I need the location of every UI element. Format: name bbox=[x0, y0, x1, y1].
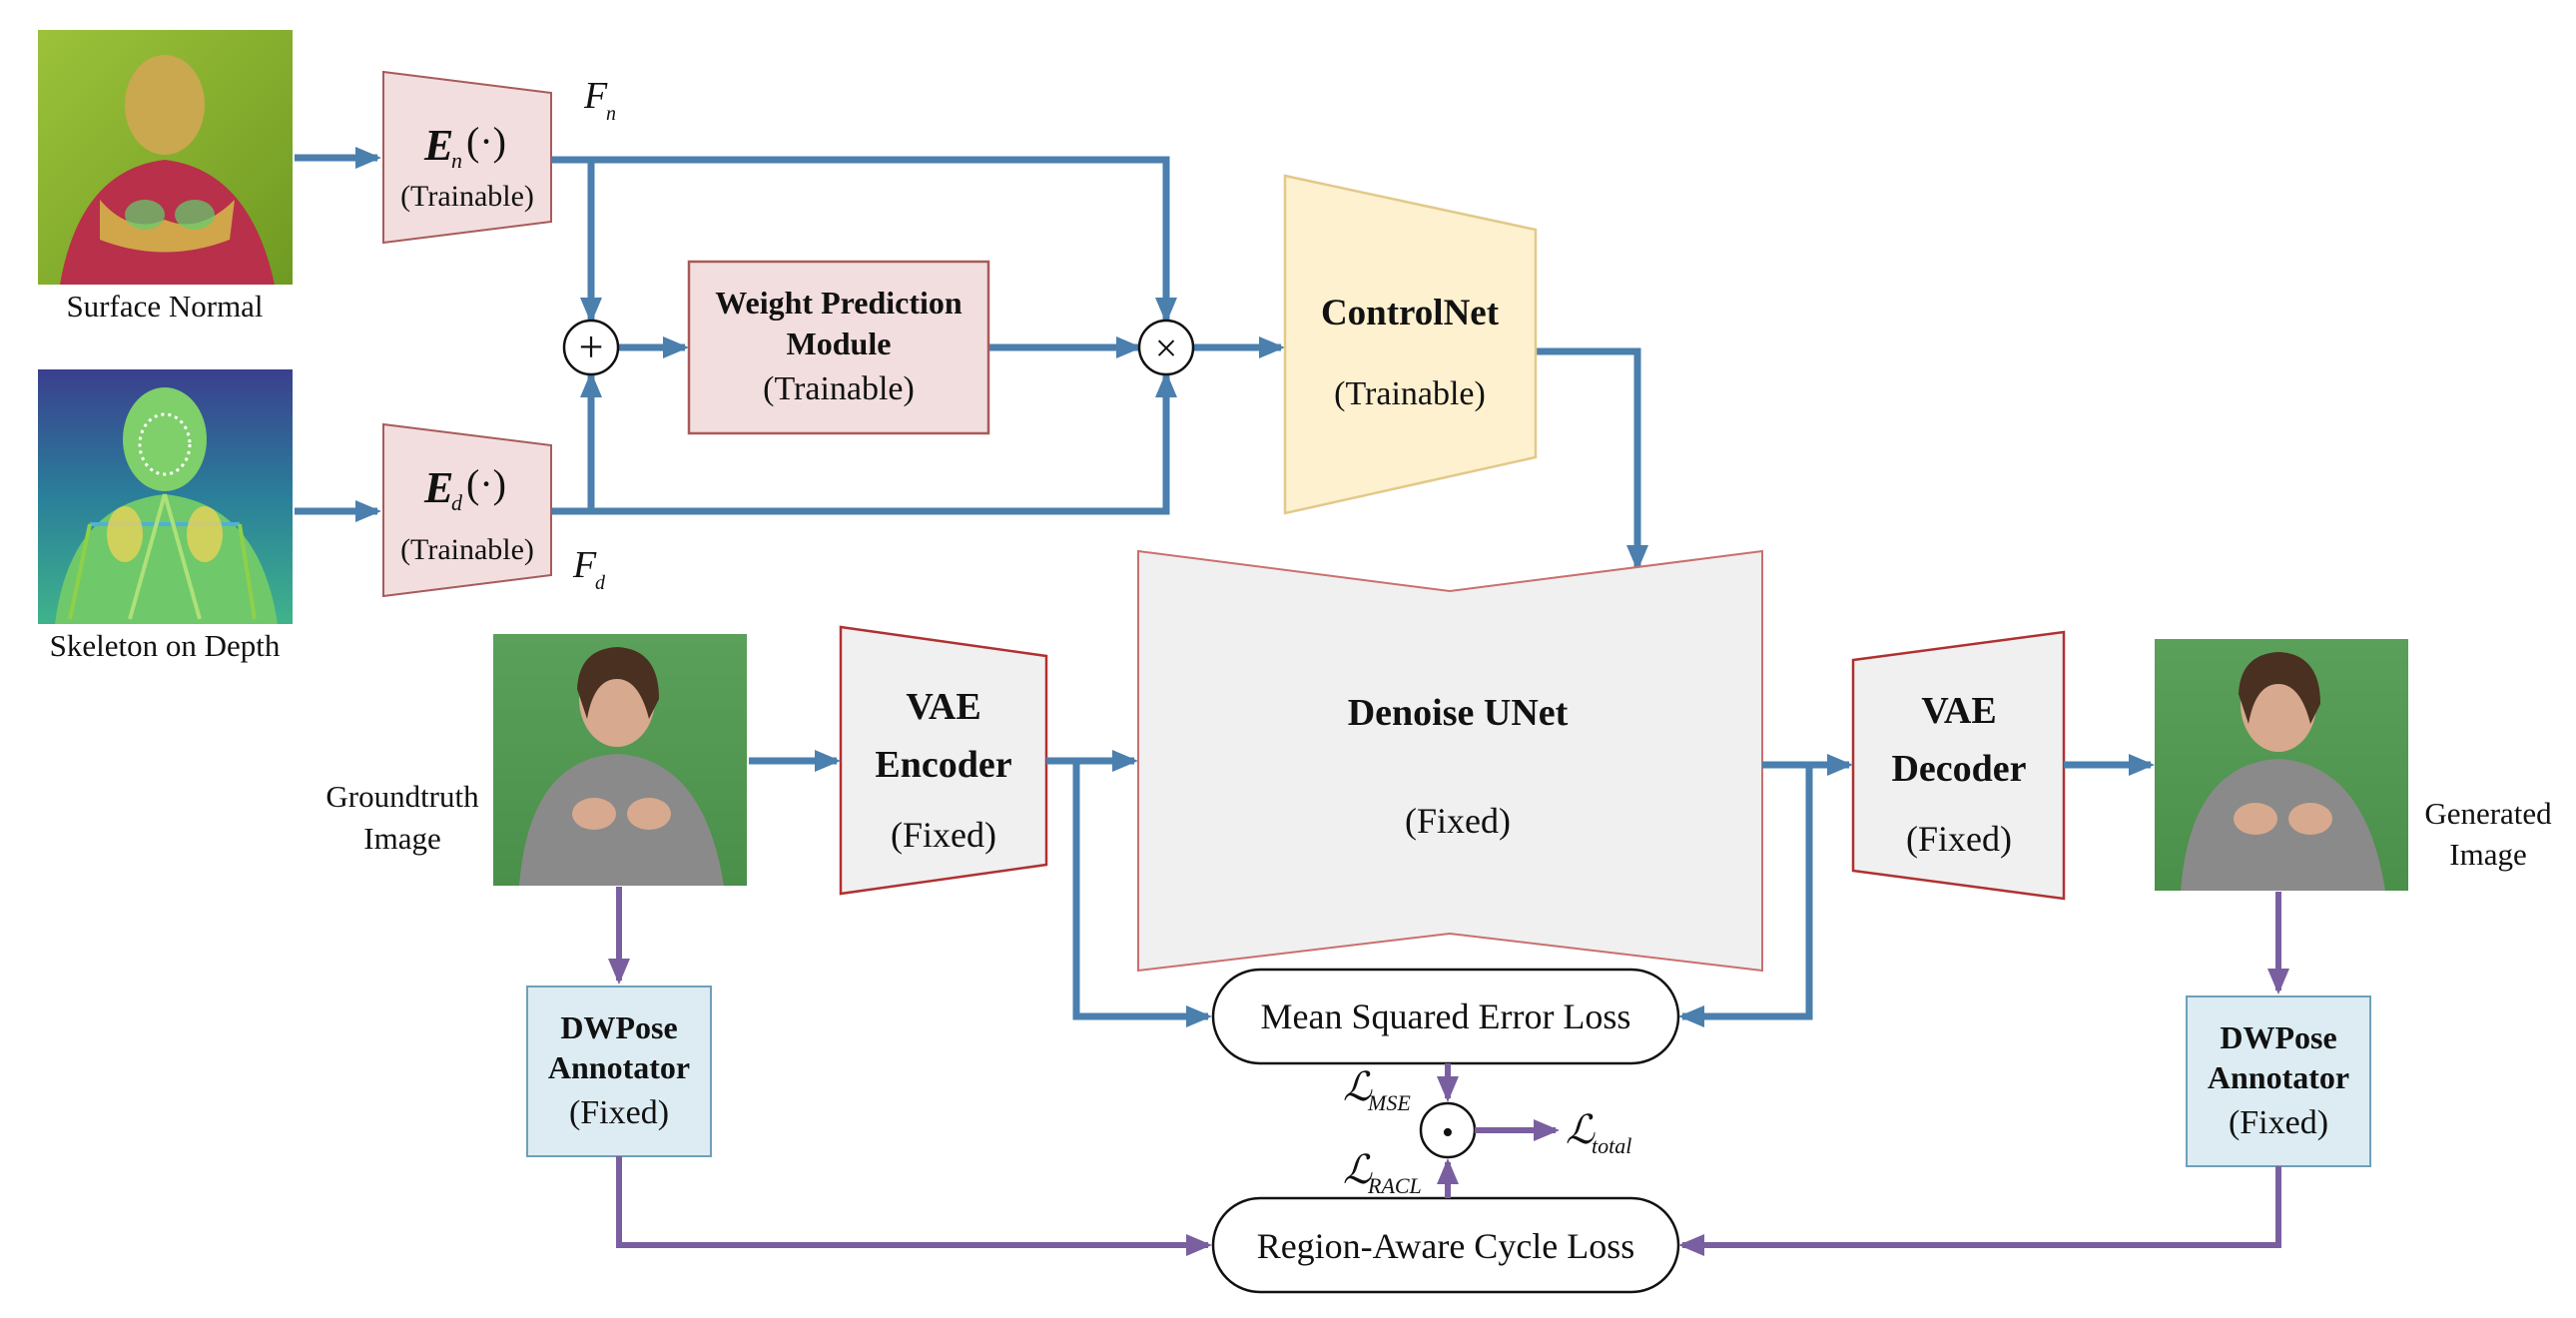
svg-text:(Trainable): (Trainable) bbox=[1334, 375, 1486, 412]
ed-status: (Trainable) bbox=[400, 533, 534, 566]
surface-normal-image bbox=[38, 30, 293, 285]
cycle-loss-box: Region-Aware Cycle Loss bbox=[1211, 1196, 1680, 1294]
svg-text:(Fixed): (Fixed) bbox=[569, 1094, 669, 1131]
ed-arg: (·) bbox=[466, 461, 506, 506]
svg-text:Denoise UNet: Denoise UNet bbox=[1348, 692, 1569, 734]
skeleton-depth-label: Skeleton on Depth bbox=[50, 628, 281, 663]
dwpose-right: DWPose Annotator (Fixed) bbox=[2186, 995, 2371, 1167]
add-operator: + bbox=[562, 319, 620, 376]
skeleton-depth-image bbox=[38, 369, 293, 624]
svg-text:Mean Squared Error Loss: Mean Squared Error Loss bbox=[1261, 996, 1631, 1036]
svg-text:Annotator: Annotator bbox=[2208, 1059, 2349, 1095]
loss-total-symbol: ℒ total bbox=[1566, 1107, 1631, 1158]
denoise-unet: Denoise UNet (Fixed) bbox=[1137, 549, 1763, 973]
svg-text:MSE: MSE bbox=[1367, 1090, 1411, 1115]
svg-text:VAE: VAE bbox=[1921, 690, 1996, 732]
svg-text:DWPose: DWPose bbox=[2220, 1019, 2336, 1055]
svg-text:•: • bbox=[1442, 1114, 1454, 1151]
combine-operator: • bbox=[1419, 1101, 1477, 1159]
multiply-operator: × bbox=[1137, 319, 1195, 376]
fd-subscript: d bbox=[595, 572, 606, 594]
svg-text:total: total bbox=[1592, 1133, 1631, 1158]
purple-flow-arrows bbox=[608, 887, 2289, 1256]
svg-text:DWPose: DWPose bbox=[560, 1009, 677, 1045]
svg-text:×: × bbox=[1155, 326, 1178, 370]
generated-label-line1: Generated bbox=[2424, 796, 2552, 831]
middle-flow-arrows bbox=[749, 750, 2155, 1027]
fn-label: F bbox=[583, 75, 608, 117]
generated-label-line2: Image bbox=[2449, 837, 2526, 872]
fn-subscript: n bbox=[606, 103, 616, 125]
vae-decoder: VAE Decoder (Fixed) bbox=[1851, 630, 2066, 901]
encoder-ed: E d (·) (Trainable) bbox=[382, 422, 552, 598]
svg-text:RACL: RACL bbox=[1367, 1173, 1422, 1198]
svg-text:Annotator: Annotator bbox=[548, 1049, 690, 1085]
svg-text:+: + bbox=[579, 323, 604, 371]
en-arg: (·) bbox=[466, 119, 506, 164]
svg-text:ℒ: ℒ bbox=[1343, 1064, 1373, 1109]
generated-image bbox=[2155, 639, 2408, 891]
svg-text:ℒ: ℒ bbox=[1566, 1107, 1596, 1152]
weight-prediction-module: Weight Prediction Module (Trainable) bbox=[687, 260, 990, 435]
controlnet-block: ControlNet (Trainable) bbox=[1283, 174, 1538, 515]
surface-normal-label: Surface Normal bbox=[66, 289, 263, 324]
svg-text:ControlNet: ControlNet bbox=[1321, 293, 1500, 333]
dwpose-left: DWPose Annotator (Fixed) bbox=[526, 986, 712, 1157]
svg-text:Decoder: Decoder bbox=[1891, 748, 2026, 790]
svg-text:ℒ: ℒ bbox=[1343, 1147, 1373, 1192]
loss-mse-symbol: ℒ MSE bbox=[1343, 1064, 1411, 1115]
svg-text:Encoder: Encoder bbox=[875, 744, 1011, 786]
en-symbol: E bbox=[423, 121, 453, 170]
groundtruth-image bbox=[493, 634, 747, 886]
top-flow-arrows bbox=[295, 147, 1648, 571]
groundtruth-label-line2: Image bbox=[363, 821, 440, 856]
fd-label: F bbox=[572, 544, 597, 586]
groundtruth-label-line1: Groundtruth bbox=[325, 779, 479, 814]
vae-encoder: VAE Encoder (Fixed) bbox=[839, 625, 1048, 896]
svg-text:(Trainable): (Trainable) bbox=[763, 370, 915, 407]
svg-text:(Fixed): (Fixed) bbox=[2229, 1104, 2328, 1141]
en-status: (Trainable) bbox=[400, 180, 534, 213]
encoder-en: E n (·) (Trainable) bbox=[382, 70, 552, 245]
svg-text:Region-Aware Cycle Loss: Region-Aware Cycle Loss bbox=[1257, 1226, 1635, 1266]
en-subscript: n bbox=[451, 148, 462, 173]
loss-racl-symbol: ℒ RACL bbox=[1343, 1147, 1422, 1198]
ed-symbol: E bbox=[423, 463, 453, 512]
svg-text:Module: Module bbox=[787, 326, 892, 361]
svg-text:Weight Prediction: Weight Prediction bbox=[715, 285, 963, 321]
ed-subscript: d bbox=[451, 490, 463, 515]
svg-text:VAE: VAE bbox=[906, 686, 980, 728]
svg-text:(Fixed): (Fixed) bbox=[891, 815, 996, 855]
mse-loss-box: Mean Squared Error Loss bbox=[1211, 968, 1680, 1065]
svg-text:(Fixed): (Fixed) bbox=[1906, 819, 2012, 859]
svg-text:(Fixed): (Fixed) bbox=[1405, 801, 1511, 841]
